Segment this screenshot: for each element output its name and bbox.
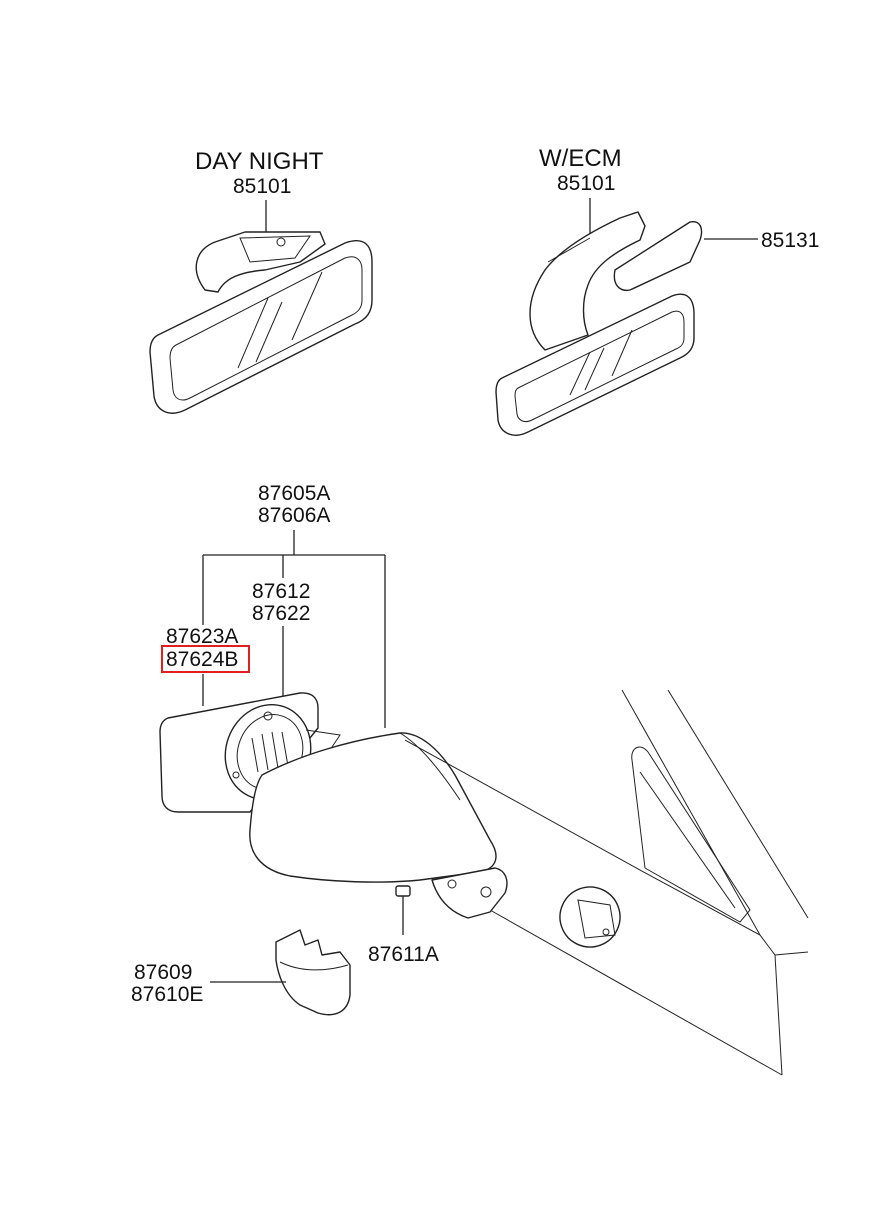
callout-87623a: 87623A xyxy=(166,625,238,648)
inside-mirror-wecm: 85101 85131 xyxy=(495,172,819,436)
callout-87605a: 87605A xyxy=(258,482,330,505)
door-mount-hole xyxy=(559,886,621,948)
screw-87611a: 87611A xyxy=(368,885,439,966)
heading-wecm: W/ECM xyxy=(539,145,622,172)
callout-85101-right: 85101 xyxy=(557,172,615,195)
door-panel xyxy=(404,689,809,1076)
mirror-cover-87609: 87609 87610E xyxy=(131,929,351,1016)
callout-87612: 87612 xyxy=(252,580,310,603)
ecm-bracket xyxy=(529,211,646,351)
mirror-body-right xyxy=(495,293,695,436)
inside-mirror-day-night: 85101 xyxy=(149,175,373,414)
highlight-87624b xyxy=(161,645,250,673)
mirror-mount xyxy=(195,231,326,293)
outside-mirror-callouts: 87605A 87606A 87612 87622 87623A 87624B xyxy=(161,482,386,728)
heading-day-night: DAY NIGHT xyxy=(195,148,324,175)
callout-87624b: 87624B xyxy=(166,648,238,671)
callout-87606a: 87606A xyxy=(258,504,330,527)
callout-85101-left: 85101 xyxy=(233,175,291,198)
callout-87622: 87622 xyxy=(252,602,310,625)
callout-85131: 85131 xyxy=(761,229,819,252)
callout-87610e: 87610E xyxy=(131,983,203,1006)
mirror-cover-85131 xyxy=(613,221,703,292)
callout-87611a: 87611A xyxy=(368,943,439,966)
callout-87609: 87609 xyxy=(134,961,192,984)
door-window-frame xyxy=(631,746,751,923)
